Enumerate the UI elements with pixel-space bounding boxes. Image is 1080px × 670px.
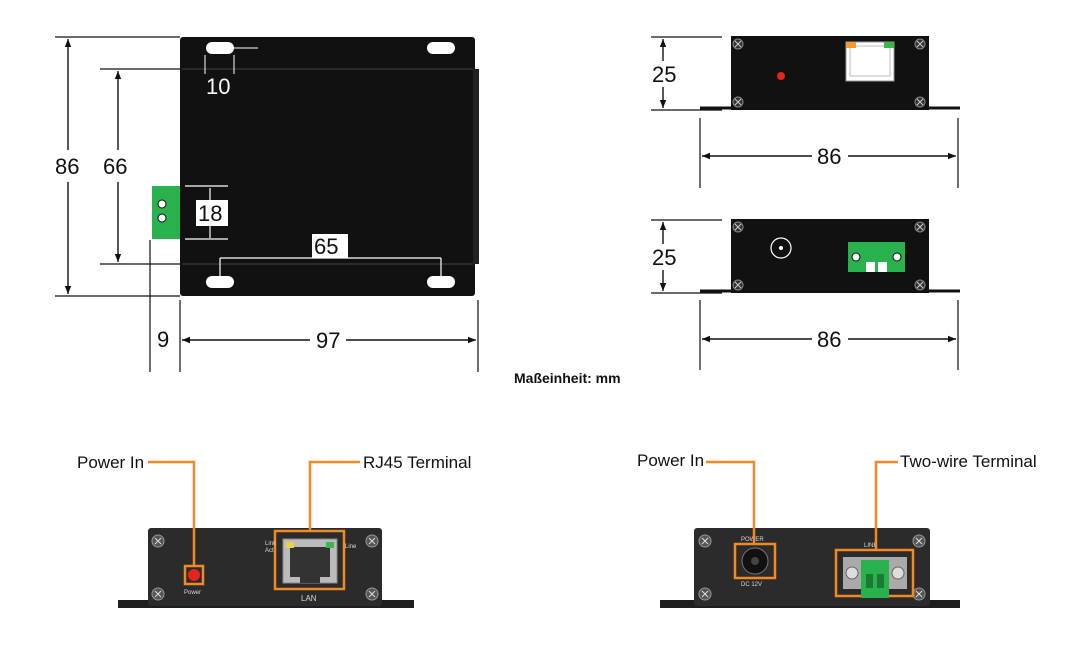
callout-power-in-right: Power In [637, 451, 704, 470]
screw-icon [732, 96, 744, 108]
dim-back-width: 86 [817, 327, 841, 352]
front-panel [731, 36, 929, 110]
mounting-slot [206, 42, 234, 54]
back-view: 25 86 [650, 219, 960, 370]
device-top-body [180, 37, 475, 296]
callout-power-in-left: Power In [77, 453, 144, 472]
dim-slot-width: 10 [206, 74, 230, 99]
rj45-led-icon [326, 542, 334, 548]
screw-icon [151, 534, 165, 548]
power-led-icon [188, 569, 200, 581]
dim-total-height: 86 [55, 154, 79, 179]
dim-front-width: 86 [817, 144, 841, 169]
screw-icon [365, 534, 379, 548]
unit-label: Maßeinheit: mm [514, 370, 621, 386]
rj45-led-icon [286, 542, 294, 548]
dim-back-height: 25 [652, 245, 676, 270]
mounting-slot [427, 276, 455, 288]
dim-inner-height: 66 [103, 154, 127, 179]
top-view: 4 10 18 65 86 66 9 97 [55, 36, 479, 372]
screw-icon [914, 38, 926, 50]
screw-icon [151, 587, 165, 601]
front-view: 25 86 [650, 36, 960, 188]
dim-slot-depth: 4 [258, 36, 270, 61]
dc-voltage-label: DC 12V [741, 582, 762, 588]
link-label: Link [265, 541, 277, 547]
screw-icon [732, 279, 744, 291]
power-led-label: Power [184, 590, 201, 596]
screw-icon [912, 587, 926, 601]
dim-slot-spacing: 65 [314, 234, 338, 259]
callout-two-wire-terminal: Two-wire Terminal [900, 452, 1037, 471]
line-terminal-label: LINE [864, 543, 877, 549]
photo-right-panel: POWER DC 12V LINE Power In Two-wire Term… [637, 451, 1037, 608]
rj45-port [845, 41, 895, 82]
screw-icon [914, 221, 926, 233]
dim-terminal-height: 18 [198, 201, 222, 226]
dim-total-width: 97 [316, 328, 340, 353]
mounting-slot [427, 42, 455, 54]
dc-jack-icon [770, 237, 792, 259]
lan-label: LAN [301, 594, 317, 603]
terminal-screw-icon [157, 199, 167, 209]
line-label: Line [345, 544, 357, 550]
screw-icon [365, 587, 379, 601]
screw-icon [732, 221, 744, 233]
screw-icon [698, 587, 712, 601]
act-label: Act [265, 548, 274, 554]
screw-icon [914, 279, 926, 291]
rj45-led-icon [884, 42, 894, 48]
terminal-screw-icon [157, 213, 167, 223]
dim-front-height: 25 [652, 62, 676, 87]
callout-rj45-terminal: RJ45 Terminal [363, 453, 471, 472]
screw-icon [912, 534, 926, 548]
screw-icon [914, 96, 926, 108]
screw-icon [698, 534, 712, 548]
power-jack-label: POWER [741, 537, 764, 543]
screw-icon [732, 38, 744, 50]
side-terminal-block [152, 186, 180, 239]
rj45-led-icon [846, 42, 856, 48]
dim-terminal-offset: 9 [157, 327, 169, 352]
mounting-slot [206, 276, 234, 288]
power-led-icon [777, 72, 785, 80]
photo-left-panel: Power Link Act Line LAN Power In RJ45 Te… [77, 453, 471, 608]
